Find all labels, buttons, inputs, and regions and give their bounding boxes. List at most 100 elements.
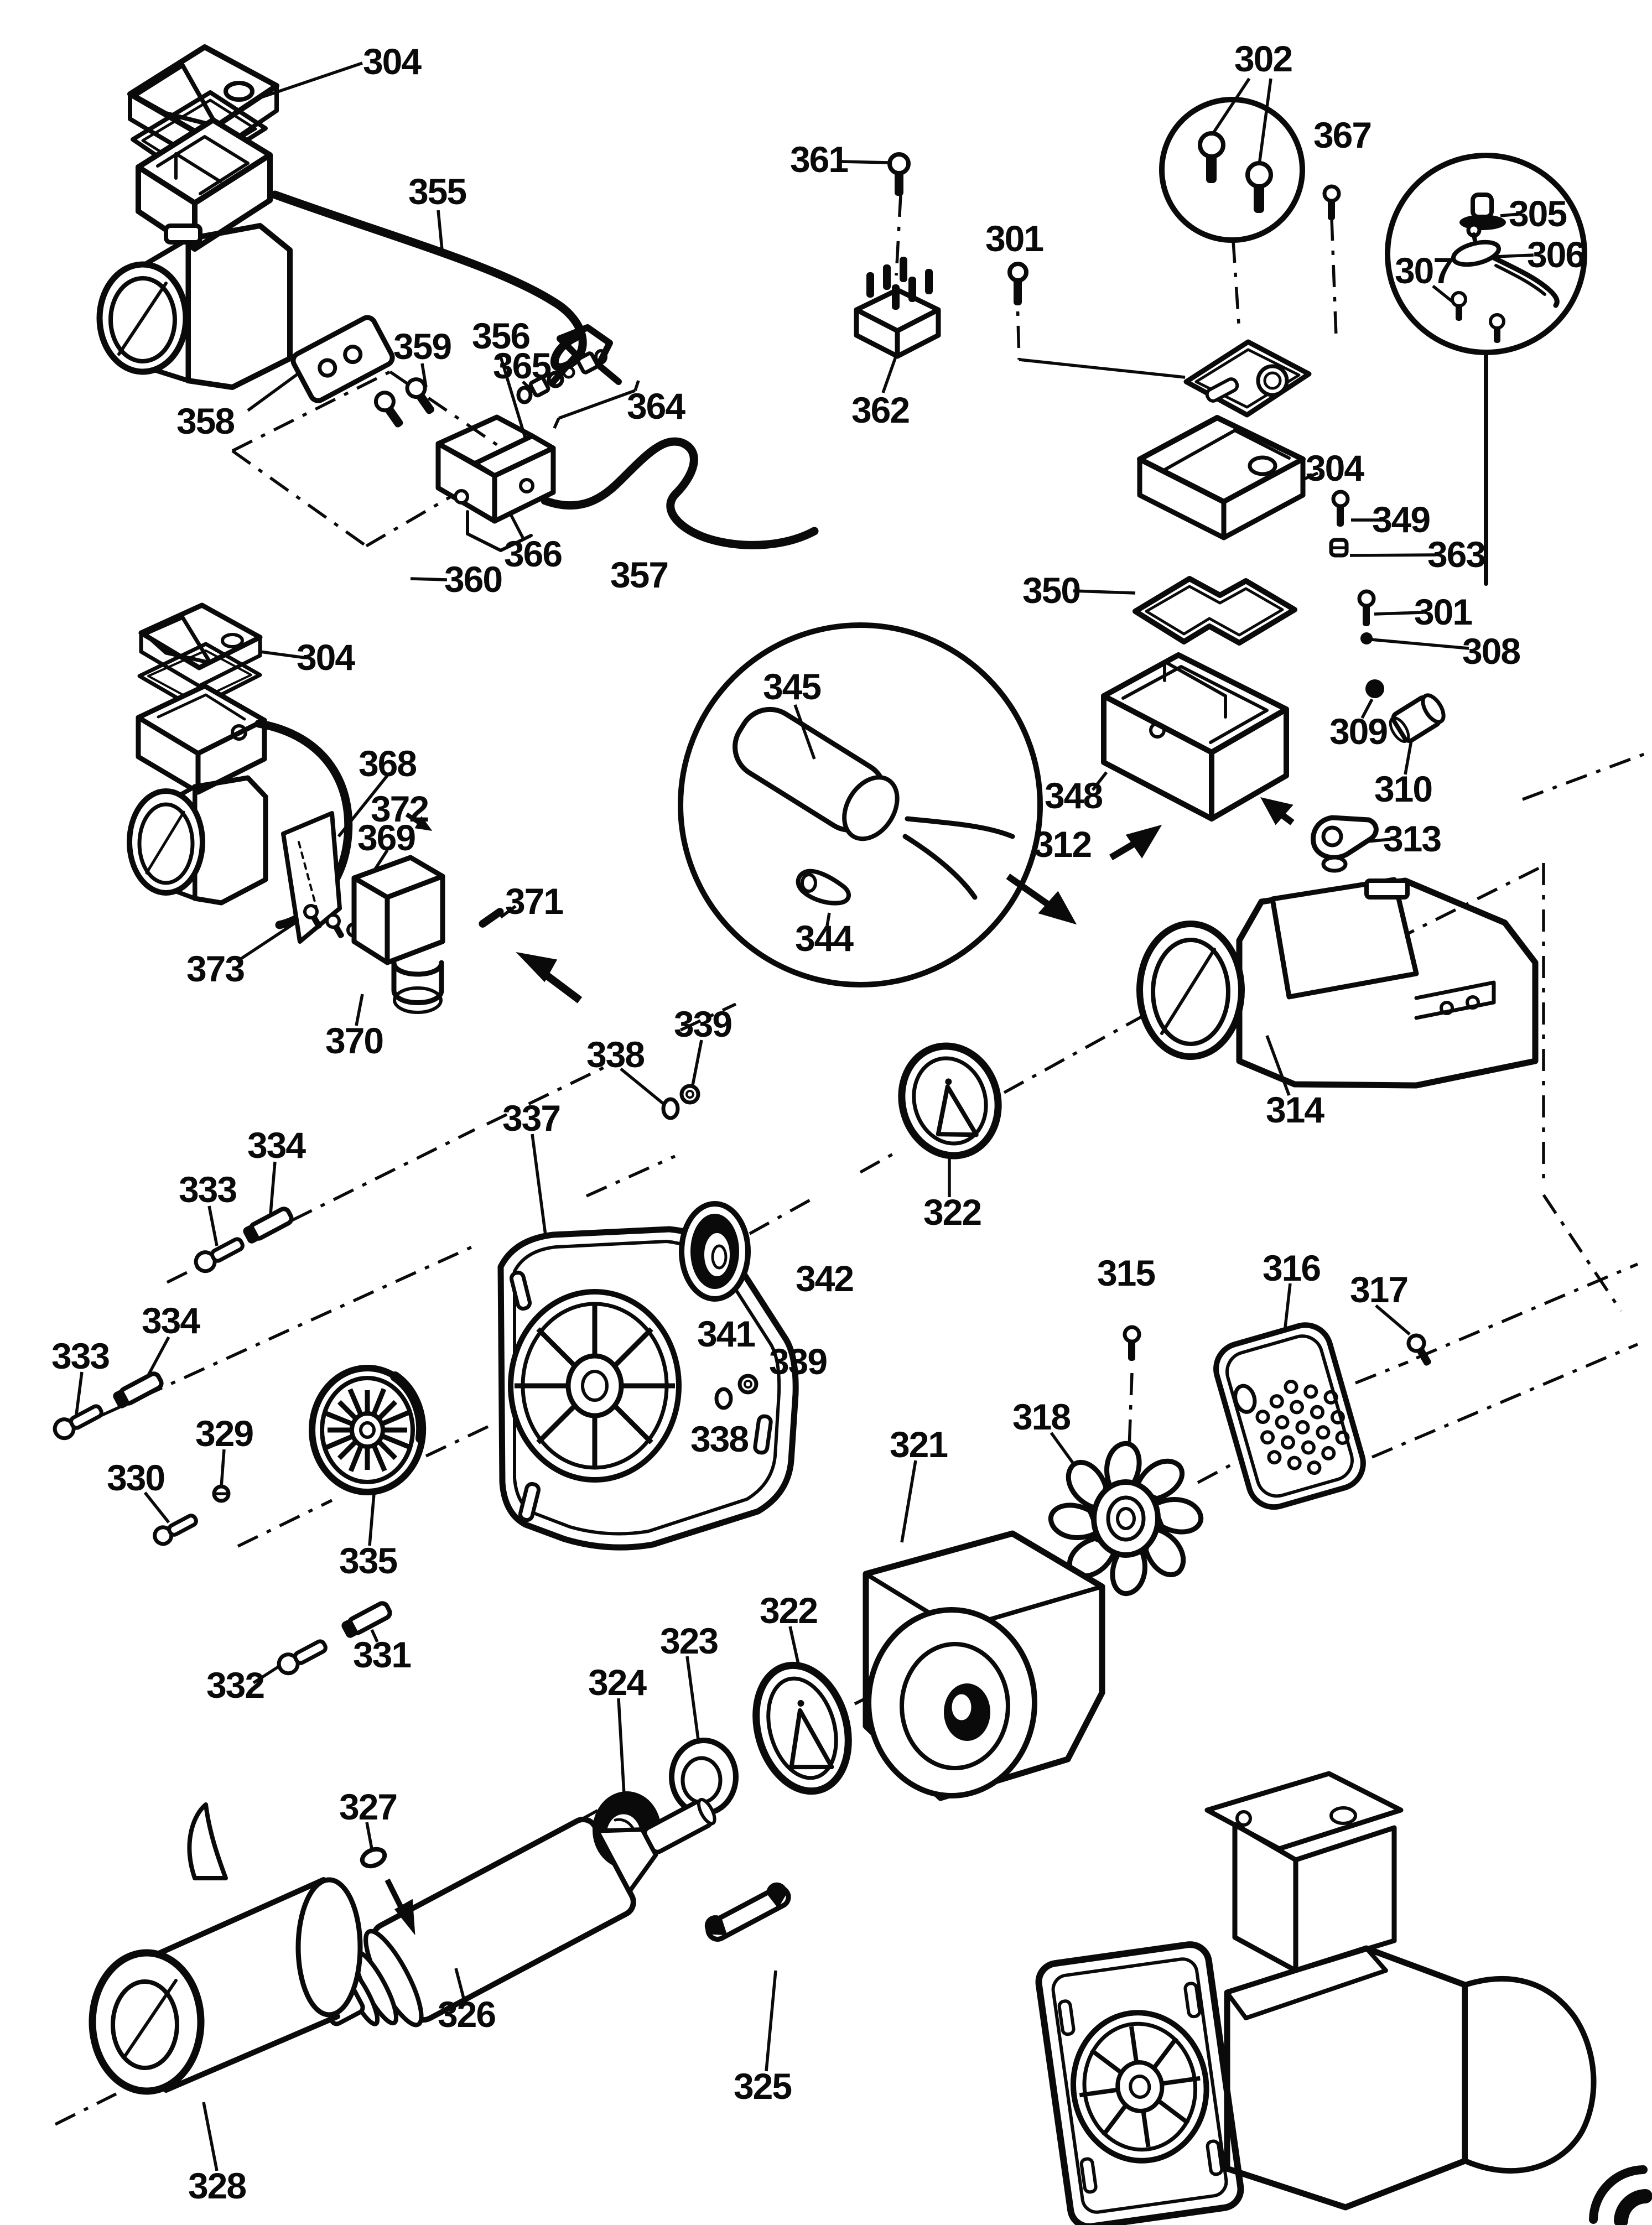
part-label-369: 369 [357, 817, 415, 858]
part-label-363: 363 [1427, 534, 1485, 575]
part-label-330: 330 [107, 1457, 164, 1498]
gasket-350 [1132, 576, 1297, 646]
part-label-349: 349 [1372, 499, 1430, 540]
switch-366 [435, 414, 556, 552]
part-label-321: 321 [890, 1424, 947, 1465]
part-label-313: 313 [1383, 818, 1441, 859]
part-label-316: 316 [1263, 1247, 1320, 1288]
muffler-plate-316 [1213, 1322, 1366, 1510]
cable-355 [271, 190, 587, 372]
part-label-308: 308 [1462, 631, 1520, 672]
part-label-368: 368 [359, 743, 416, 784]
part-label-350: 350 [1022, 570, 1080, 611]
part-label-326: 326 [438, 1994, 495, 2035]
part-label-332: 332 [206, 1665, 264, 1706]
terminal-344 [796, 869, 851, 906]
part-label-348: 348 [1045, 775, 1102, 816]
top-left-motor-assembly [96, 44, 819, 552]
part-label-304-mid-left: 304 [297, 637, 355, 678]
bearing-341 [679, 1201, 751, 1302]
assembled-unit [1035, 1771, 1597, 2225]
part-label-355: 355 [408, 171, 466, 212]
screw-349 [1331, 490, 1350, 527]
part-label-362: 362 [851, 389, 909, 430]
washers-338-339-bottom [714, 1374, 759, 1410]
part-label-318: 318 [1012, 1396, 1070, 1437]
part-label-342: 342 [796, 1258, 853, 1299]
part-label-329: 329 [195, 1413, 253, 1454]
screw-330 [153, 1514, 198, 1546]
clamp-313 [1311, 815, 1379, 873]
crankcase-box-348 [1101, 652, 1289, 822]
part-label-331: 331 [353, 1634, 411, 1675]
part-label-333-top: 333 [179, 1169, 236, 1210]
lid-plate [1183, 339, 1312, 418]
membrane-322-bottom [752, 1661, 852, 1795]
part-label-371: 371 [505, 881, 563, 922]
terminal-block-362 [854, 257, 941, 359]
part-label-304-top-left: 304 [363, 41, 422, 82]
part-label-339-bottom: 339 [769, 1341, 827, 1382]
assembled-head [1204, 1771, 1404, 1973]
motor-top-left [96, 223, 293, 390]
ball-309 [1365, 679, 1384, 698]
detail-circle-305-307 [1385, 153, 1587, 586]
screw-301-right [1357, 589, 1376, 626]
capacitor-345 [733, 706, 900, 841]
part-label-325: 325 [734, 2066, 791, 2107]
part-label-334-top: 334 [247, 1125, 306, 1166]
cable-357 [541, 437, 819, 549]
key-325 [704, 1882, 791, 1942]
part-label-364: 364 [627, 386, 685, 427]
part-label-314: 314 [1266, 1089, 1324, 1130]
fan-axis-parts [53, 1042, 1002, 1551]
part-label-322-top: 322 [923, 1192, 981, 1233]
part-label-365: 365 [493, 345, 550, 386]
part-label-370: 370 [325, 1020, 383, 1061]
elbow-370 [351, 855, 445, 1014]
part-label-338-top: 338 [586, 1034, 644, 1075]
screw-333-bottom [53, 1404, 103, 1441]
bracket-368 [281, 811, 342, 944]
part-label-307: 307 [1395, 250, 1452, 291]
part-label-304-right: 304 [1306, 448, 1364, 488]
motor-314 [1136, 877, 1539, 1089]
fan-wheel-335 [309, 1365, 427, 1495]
detail-circle-302 [1159, 97, 1305, 243]
pin-334-bottom [113, 1371, 164, 1408]
pin-334-top [243, 1207, 294, 1244]
pump-housing-321 [863, 1530, 1105, 1801]
part-label-334-bottom: 334 [142, 1300, 200, 1341]
right-pump-stack [1101, 339, 1539, 1089]
nut-363 [1329, 538, 1349, 558]
part-label-302: 302 [1234, 38, 1292, 79]
nut-329 [212, 1484, 231, 1503]
part-label-312: 312 [1033, 824, 1091, 865]
part-label-341: 341 [697, 1313, 755, 1354]
fan-shroud-337 [497, 1226, 799, 1551]
part-label-306: 306 [1527, 234, 1585, 275]
part-label-359: 359 [393, 326, 451, 367]
key-327 [360, 1847, 387, 1869]
screw-367 [1322, 184, 1341, 220]
part-label-356: 356 [472, 315, 529, 356]
part-label-372: 372 [371, 788, 428, 829]
motor-mid-left [127, 775, 268, 906]
part-label-367: 367 [1313, 115, 1371, 155]
part-label-305: 305 [1509, 193, 1566, 234]
part-label-361: 361 [790, 139, 848, 180]
part-label-301-top: 301 [985, 218, 1043, 259]
ball-308 [1360, 632, 1373, 644]
part-label-345: 345 [763, 666, 820, 707]
screw-332 [277, 1639, 328, 1676]
assembly-arrows [385, 797, 1295, 1936]
page-corner-mark [1589, 2165, 1652, 2225]
part-label-366: 366 [504, 533, 562, 574]
part-label-357: 357 [610, 554, 668, 595]
valve-box-mid-left [136, 683, 267, 795]
pin-371 [479, 908, 504, 928]
fan-318 [1048, 1441, 1204, 1597]
